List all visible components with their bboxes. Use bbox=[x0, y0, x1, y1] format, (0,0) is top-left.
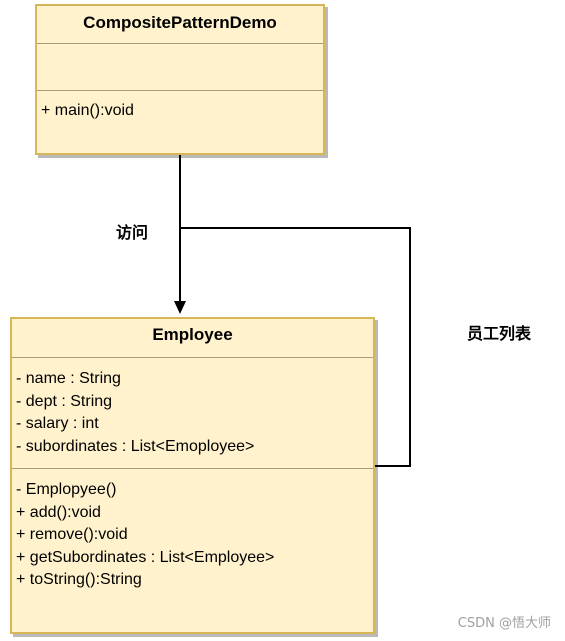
access-arrow-head bbox=[174, 301, 186, 314]
employee-list-label: 员工列表 bbox=[467, 324, 532, 343]
methods-section: - Emplopyee() + add():void + remove():void… bbox=[12, 468, 373, 592]
class-name: CompositePatternDemo bbox=[37, 6, 323, 44]
member-line: + toString():String bbox=[16, 571, 142, 588]
methods-section: + main():void bbox=[37, 90, 323, 123]
member-line: - salary : int bbox=[16, 415, 99, 432]
class-employee[interactable]: Employee - name : String- dept : String-… bbox=[10, 317, 375, 634]
member-line: - subordinates : List<Emoployee> bbox=[16, 437, 255, 455]
member-line: - dept : String bbox=[16, 392, 113, 410]
member-line: + add():void bbox=[16, 503, 101, 521]
member-line: + main():void bbox=[41, 102, 134, 119]
class-name: Employee bbox=[12, 319, 373, 358]
employee-list-association bbox=[180, 227, 411, 467]
member-line: + getSubordinates : List<Employee> bbox=[16, 548, 275, 566]
member-line: - Emplopyee() bbox=[16, 481, 117, 498]
member-line: - name : String bbox=[16, 370, 121, 387]
watermark: CSDN @悟大师 bbox=[457, 616, 551, 631]
access-label: 访问 bbox=[116, 223, 149, 242]
attributes-section: - name : String - dept : String - salary :… bbox=[12, 358, 373, 468]
class-composite-pattern-demo[interactable]: CompositePatternDemo + main():void bbox=[35, 4, 325, 155]
member-line: + remove():void bbox=[16, 526, 128, 543]
